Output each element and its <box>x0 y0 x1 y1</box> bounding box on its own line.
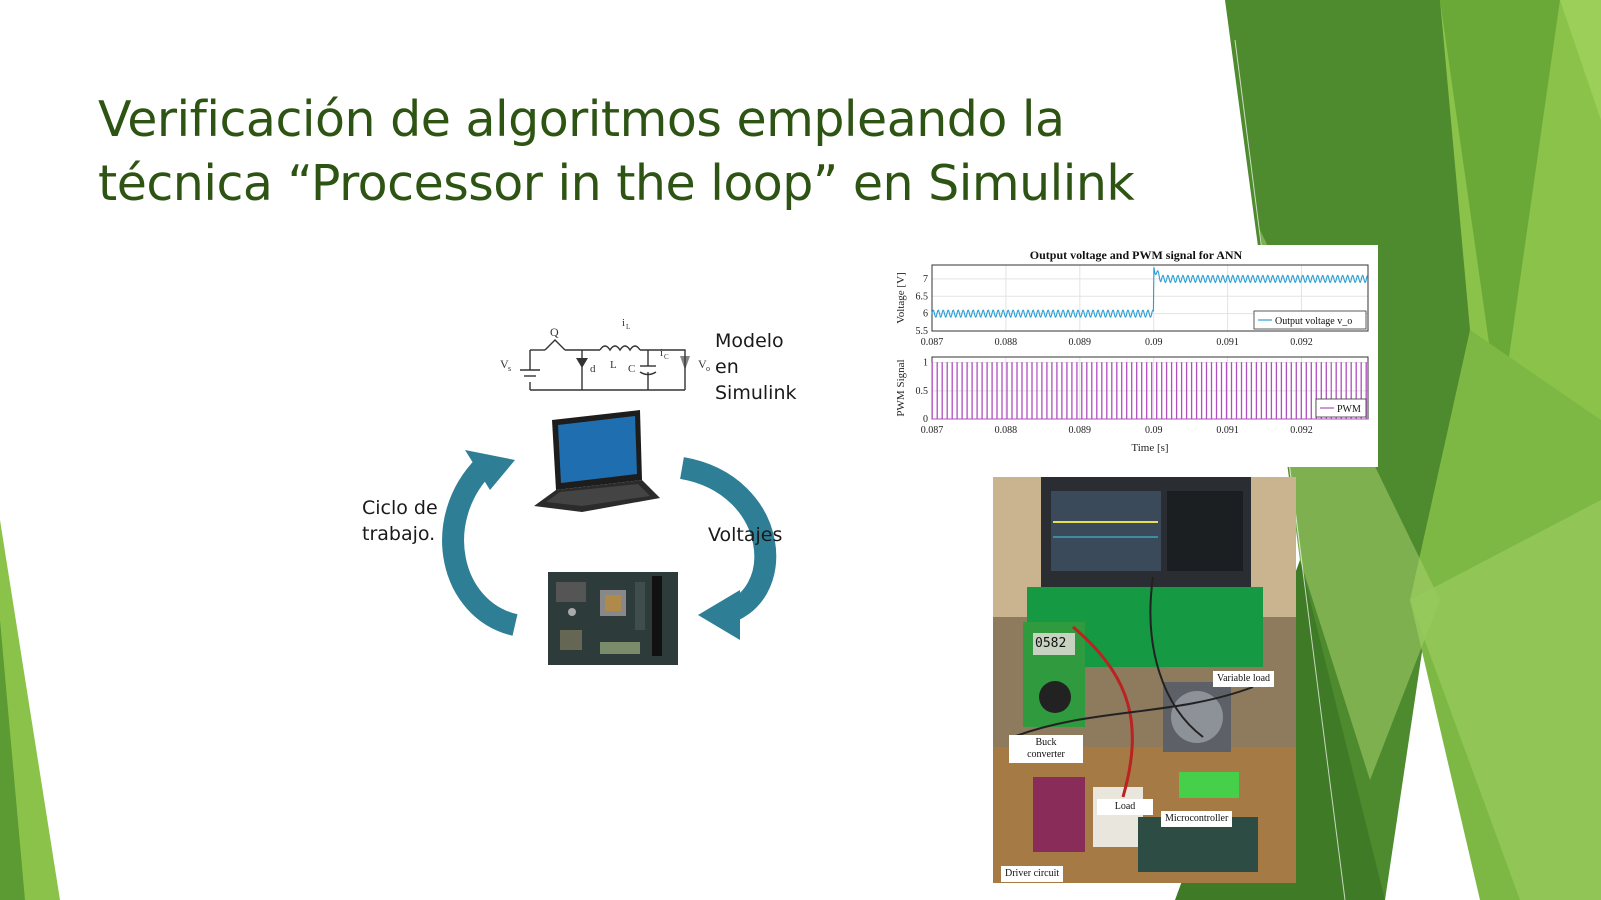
fpga-board-icon <box>548 572 678 665</box>
meter-reading: 0582 <box>1035 636 1067 651</box>
label-vo: V <box>698 357 707 371</box>
label-q: Q <box>550 325 559 339</box>
chart-title: Output voltage and PWM signal for ANN <box>1030 248 1243 262</box>
modelo-label: Modelo en Simulink <box>715 328 797 406</box>
y-tick-label: 6.5 <box>916 291 929 302</box>
pil-diagram-graphics: Q i L L d C i C V s V o <box>442 317 777 665</box>
x-tick-label: 0.092 <box>1290 337 1313 348</box>
y-tick-label: 7 <box>923 274 928 285</box>
voltage-plot: 0.087 0.088 0.089 0.09 0.091 0.092 5.5 6 6.5 7 Vol… <box>895 264 1369 348</box>
tag-variable-load: Variable load <box>1213 671 1275 687</box>
tag-microcontroller: Microcontroller <box>1161 811 1233 827</box>
breadboard-icon <box>1093 787 1143 847</box>
y-axis-label: PWM Signal <box>895 359 907 416</box>
label-ic-sub: C <box>664 353 669 361</box>
legend-label: Output voltage v_o <box>1275 316 1352 327</box>
label-c: C <box>628 363 635 375</box>
plot-frame <box>931 264 1369 332</box>
tag-load: Load <box>1097 799 1153 815</box>
modelo-line-2: en <box>715 356 739 378</box>
test-bench-photo: 0582 Variable load Buck converter Load M… <box>993 477 1296 883</box>
tag-buck-converter: Buck converter <box>1009 735 1083 763</box>
legend-box <box>1315 398 1367 418</box>
ciclo-line-1: Ciclo de <box>362 497 438 519</box>
label-vs: V <box>500 357 509 371</box>
ciclo-line-2: trabajo. <box>362 523 436 545</box>
label-il-sub: L <box>626 323 630 331</box>
label-vo-sub: o <box>706 364 710 373</box>
load-shape <box>680 356 690 370</box>
label-l: L <box>610 359 617 371</box>
label-ic: i <box>660 347 663 359</box>
label-vs-sub: s <box>508 364 511 373</box>
tag-buck-line-2: converter <box>1027 749 1065 760</box>
modelo-line-1: Modelo <box>715 330 784 352</box>
laptop-icon <box>534 410 660 512</box>
y-axis-label: Voltage [V] <box>895 272 907 323</box>
pwm-plot: 0.087 0.088 0.089 0.09 0.091 0.092 0 0.5 1 PWM Si… <box>895 356 1369 454</box>
tag-buck-line-1: Buck <box>1035 737 1057 748</box>
pil-diagram: Q i L L d C i C V s V o <box>360 310 810 690</box>
buck-converter-schematic <box>520 339 686 391</box>
legend-box <box>1253 310 1367 330</box>
label-d: d <box>590 363 596 375</box>
x-tick-label: 0.089 <box>1069 425 1092 436</box>
y-tick-label: 0 <box>923 414 928 425</box>
test-bench-graphics <box>993 477 1296 883</box>
y-tick-label: 5.5 <box>916 326 929 337</box>
x-tick-label: 0.088 <box>995 425 1018 436</box>
voltajes-label: Voltajes <box>708 524 783 546</box>
right-cycle-arrow <box>679 457 777 626</box>
title-line-1: Verificación de algoritmos empleando la <box>98 91 1065 148</box>
x-tick-label: 0.089 <box>1069 337 1092 348</box>
modelo-line-3: Simulink <box>715 382 797 404</box>
x-tick-label: 0.09 <box>1145 337 1163 348</box>
x-axis-label: Time [s] <box>1131 442 1168 454</box>
series-line <box>931 362 1368 420</box>
x-tick-label: 0.088 <box>995 337 1018 348</box>
x-tick-label: 0.087 <box>921 337 944 348</box>
right-arrow-head <box>698 590 740 640</box>
left-cycle-arrow <box>442 457 519 636</box>
output-voltage-pwm-chart: Output voltage and PWM signal for ANN 0.… <box>894 245 1378 467</box>
y-tick-label: 6 <box>923 309 928 320</box>
slide-title: Verificación de algoritmos empleando la … <box>98 88 1218 216</box>
x-tick-label: 0.087 <box>921 425 944 436</box>
y-tick-label: 1 <box>923 358 928 369</box>
x-tick-label: 0.091 <box>1216 425 1239 436</box>
legend-label: PWM <box>1337 404 1361 415</box>
series-line <box>931 267 1369 319</box>
left-arrow-head <box>465 450 515 490</box>
label-il: i <box>622 317 625 329</box>
ciclo-label: Ciclo de trabajo. <box>362 495 438 547</box>
driver-board-icon <box>1033 777 1085 852</box>
x-tick-label: 0.092 <box>1290 425 1313 436</box>
diode-shape <box>576 358 588 368</box>
tag-driver-circuit: Driver circuit <box>1001 866 1064 882</box>
y-tick-label: 0.5 <box>916 386 929 397</box>
x-tick-label: 0.09 <box>1145 425 1163 436</box>
chart-svg: Output voltage and PWM signal for ANN 0.… <box>895 248 1369 454</box>
x-tick-label: 0.091 <box>1216 337 1239 348</box>
title-line-2: técnica “Processor in the loop” en Simul… <box>98 155 1135 212</box>
